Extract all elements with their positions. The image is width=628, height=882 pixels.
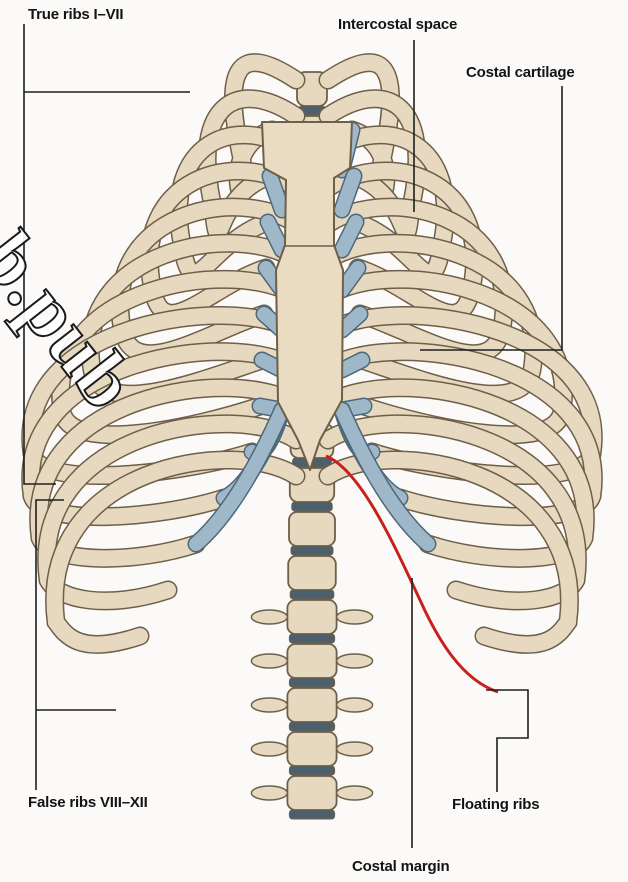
- vertebra: [289, 512, 335, 546]
- label-false-ribs: False ribs VIII–XII: [28, 794, 148, 811]
- intervertebral-disc: [289, 722, 334, 731]
- label-true-ribs: True ribs I–VII: [28, 6, 123, 23]
- vertebra: [287, 776, 336, 810]
- label-costal-cartilage: Costal cartilage: [466, 64, 575, 81]
- intervertebral-disc: [289, 810, 334, 819]
- intervertebral-disc: [289, 766, 334, 775]
- transverse-process: [251, 654, 287, 668]
- transverse-process: [251, 786, 287, 800]
- transverse-process: [337, 786, 373, 800]
- intervertebral-disc: [292, 502, 332, 511]
- intervertebral-disc: [289, 678, 334, 687]
- label-floating-ribs: Floating ribs: [452, 796, 539, 813]
- intervertebral-disc: [290, 590, 334, 599]
- intervertebral-disc: [289, 634, 334, 643]
- transverse-process: [251, 698, 287, 712]
- intervertebral-disc: [291, 546, 333, 555]
- floating-ribs-leader: [486, 690, 528, 792]
- vertebra: [287, 688, 336, 722]
- vertebra: [287, 644, 336, 678]
- label-intercostal-space: Intercostal space: [338, 16, 457, 33]
- transverse-process: [337, 698, 373, 712]
- transverse-process: [251, 610, 287, 624]
- transverse-process: [337, 742, 373, 756]
- label-costal-margin: Costal margin: [352, 858, 449, 875]
- transverse-process: [251, 742, 287, 756]
- vertebra: [287, 732, 336, 766]
- transverse-process: [337, 654, 373, 668]
- vertebra: [288, 556, 336, 590]
- transverse-process: [337, 610, 373, 624]
- costal-cartilage-fill: [342, 360, 362, 370]
- vertebra: [287, 600, 336, 634]
